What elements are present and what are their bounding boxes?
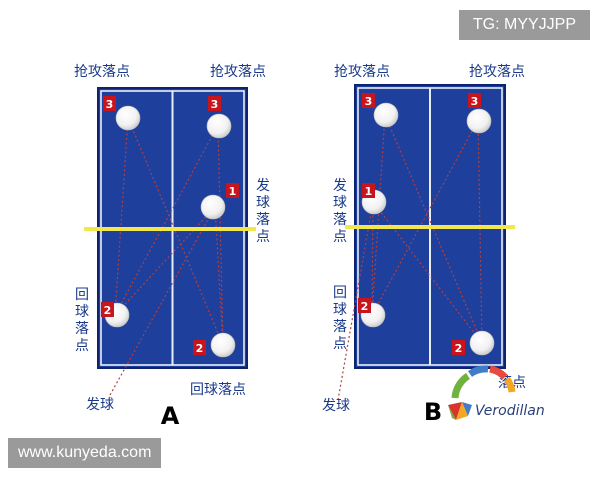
svg-text:3: 3 [365, 95, 373, 108]
panel-a: 3 3 1 2 2 抢攻落点 抢攻落点 发球落点 回球落点 回 [74, 63, 270, 430]
marker-b-3-left: 3 [362, 93, 375, 108]
ball-b-attack-left [373, 102, 399, 128]
marker-a-3-left: 3 [103, 96, 116, 111]
label-a-serve-landing: 发球落点 [256, 178, 270, 245]
svg-text:1: 1 [229, 185, 237, 198]
ball-b-return-right [469, 330, 495, 356]
label-b-serve-landing: 发球落点 [333, 178, 347, 245]
ball-b-attack-right [466, 108, 492, 134]
trajectory-lines-b [337, 114, 483, 401]
verodillan-logo: Verodillan [448, 365, 545, 420]
panel-b: 3 3 1 2 2 抢攻落点 抢攻落点 发球落点 回球落点 落 [322, 63, 526, 426]
marker-b-1: 1 [362, 183, 375, 198]
marker-a-3-right: 3 [208, 96, 221, 111]
marker-b-3-right: 3 [468, 93, 481, 108]
marker-a-2-left: 2 [101, 302, 114, 317]
trajectory-lines-a [109, 117, 224, 396]
marker-b-2-left: 2 [358, 298, 371, 313]
marker-a-1: 1 [226, 183, 239, 198]
label-a-attack-right: 抢攻落点 [210, 63, 266, 80]
label-a-attack-left: 抢攻落点 [74, 63, 130, 80]
svg-text:2: 2 [196, 342, 204, 355]
marker-b-2-right: 2 [452, 340, 465, 355]
svg-text:2: 2 [104, 304, 112, 317]
ball-a-return-right [210, 332, 236, 358]
svg-text:1: 1 [365, 185, 373, 198]
site-watermark: www.kunyeda.com [8, 438, 162, 468]
panel-a-letter: A [161, 402, 180, 430]
ball-a-attack-left [115, 105, 141, 131]
panel-b-letter: B [424, 398, 442, 426]
label-a-return-landing: 回球落点 [75, 287, 89, 354]
tg-watermark: TG: MYYJJPP [458, 10, 590, 40]
svg-text:3: 3 [106, 98, 114, 111]
label-b-attack-right: 抢攻落点 [469, 63, 525, 80]
marker-a-2-right: 2 [193, 340, 206, 355]
label-b-return-landing: 回球落点 [333, 285, 347, 352]
label-a-return-landing-bottom: 回球落点 [190, 382, 246, 398]
verodillan-wordmark: Verodillan [475, 403, 545, 419]
svg-text:3: 3 [211, 98, 219, 111]
svg-text:2: 2 [455, 342, 463, 355]
svg-text:2: 2 [361, 300, 369, 313]
svg-text:3: 3 [471, 95, 479, 108]
ball-a-attack-right [206, 113, 232, 139]
label-a-serve: 发球 [86, 397, 114, 413]
label-b-attack-left: 抢攻落点 [334, 63, 390, 80]
label-b-serve: 发球 [322, 398, 350, 414]
ball-a-serve [200, 194, 226, 220]
